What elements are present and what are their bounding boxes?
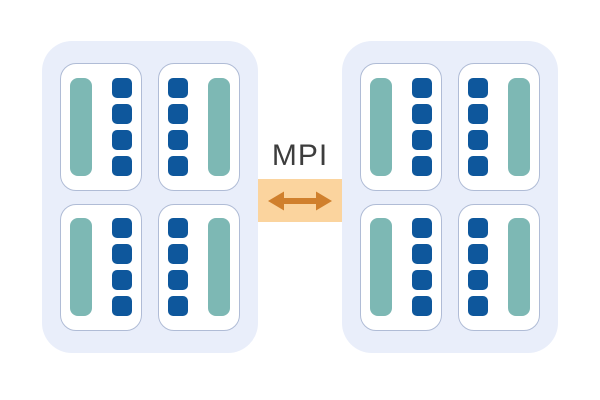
core-column <box>168 77 188 176</box>
memory-bar <box>208 77 230 176</box>
core-column <box>468 77 488 176</box>
socket <box>60 203 142 331</box>
core <box>412 77 432 98</box>
socket <box>458 63 540 191</box>
memory-bar <box>370 218 392 317</box>
core <box>112 218 132 239</box>
core <box>412 129 432 150</box>
socket <box>360 63 442 191</box>
core <box>168 77 188 98</box>
core <box>168 129 188 150</box>
memory-bar <box>70 218 92 317</box>
core-column <box>112 77 132 176</box>
core <box>168 244 188 265</box>
core <box>468 155 488 176</box>
core <box>468 77 488 98</box>
core <box>468 296 488 317</box>
core <box>468 218 488 239</box>
core <box>112 103 132 124</box>
socket <box>60 63 142 191</box>
memory-bar <box>370 77 392 176</box>
core <box>168 103 188 124</box>
core <box>112 155 132 176</box>
core-column <box>412 218 432 317</box>
memory-bar <box>508 218 530 317</box>
mpi-label: MPI <box>271 139 329 172</box>
socket <box>458 203 540 331</box>
core-column <box>468 218 488 317</box>
node-right <box>342 41 558 353</box>
core <box>412 103 432 124</box>
socket <box>158 203 240 331</box>
core <box>412 296 432 317</box>
core <box>112 270 132 291</box>
double-arrow-icon <box>268 191 332 210</box>
core <box>112 296 132 317</box>
core <box>168 270 188 291</box>
core <box>468 270 488 291</box>
socket <box>158 63 240 191</box>
core <box>112 77 132 98</box>
core <box>412 244 432 265</box>
memory-bar <box>508 77 530 176</box>
core <box>468 244 488 265</box>
mpi-link-box <box>258 179 342 222</box>
core <box>112 129 132 150</box>
memory-bar <box>70 77 92 176</box>
core <box>112 244 132 265</box>
core <box>412 270 432 291</box>
core <box>412 218 432 239</box>
core-column <box>412 77 432 176</box>
core <box>412 155 432 176</box>
core <box>168 296 188 317</box>
memory-bar <box>208 218 230 317</box>
core-column <box>112 218 132 317</box>
core <box>168 155 188 176</box>
node-left <box>42 41 258 353</box>
socket <box>360 203 442 331</box>
core <box>468 129 488 150</box>
core <box>168 218 188 239</box>
core <box>468 103 488 124</box>
core-column <box>168 218 188 317</box>
